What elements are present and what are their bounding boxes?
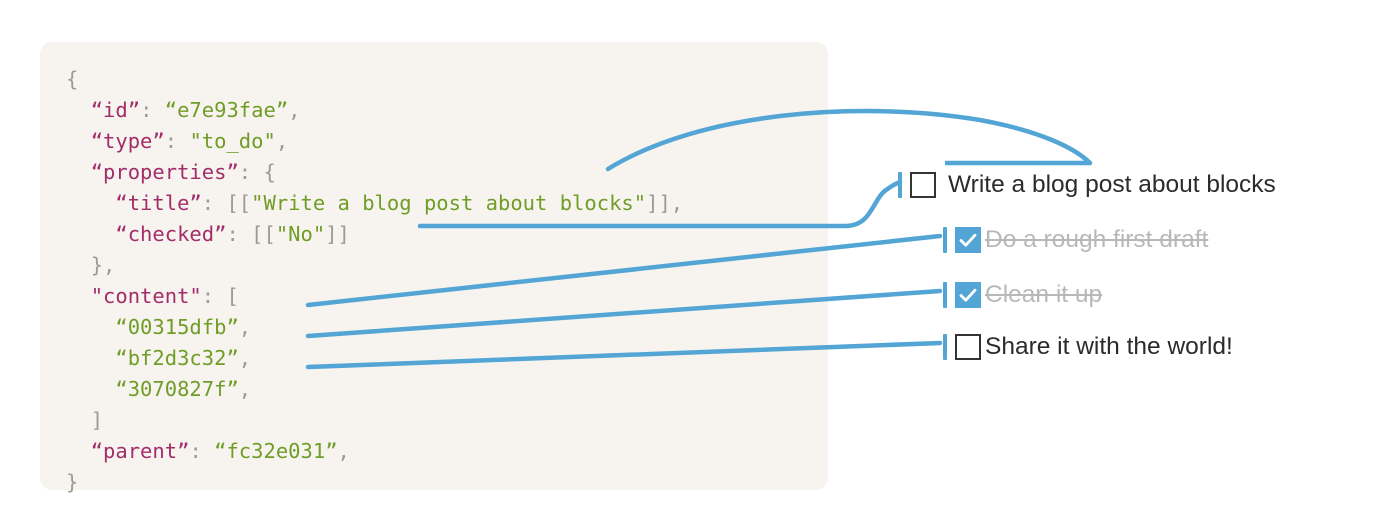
code-token-pun: , bbox=[238, 346, 252, 370]
code-indent bbox=[66, 377, 115, 401]
code-token-pun: } bbox=[66, 470, 79, 494]
todo-label-2: Clean it up bbox=[985, 281, 1103, 308]
code-indent bbox=[66, 315, 115, 339]
json-code-panel: { “id”: “e7e93fae”, “type”: "to_do", “pr… bbox=[40, 42, 828, 494]
code-token-pun: : [[ bbox=[226, 222, 276, 246]
code-token-pun: { bbox=[66, 67, 79, 91]
code-token-pun: : [[ bbox=[201, 191, 252, 215]
code-token-pun: , bbox=[238, 315, 252, 339]
todo-label-0: Write a blog post about blocks bbox=[948, 171, 1276, 198]
code-token-pun: , bbox=[238, 377, 252, 401]
todo-item-3[interactable]: Share it with the world! bbox=[890, 330, 1370, 364]
code-line-1: “id”: “e7e93fae”, bbox=[66, 95, 683, 126]
code-token-str: “e7e93fae” bbox=[164, 98, 289, 122]
code-token-str: “bf2d3c32” bbox=[115, 346, 239, 370]
todo-checkbox-1[interactable] bbox=[955, 227, 981, 253]
todo-item-0[interactable]: Write a blog post about blocks bbox=[890, 168, 1370, 202]
code-token-pun: : [ bbox=[201, 284, 239, 308]
code-indent bbox=[66, 129, 91, 153]
code-token-key: "content" bbox=[90, 284, 202, 308]
code-token-pun: , bbox=[275, 129, 289, 153]
code-token-pun: : bbox=[164, 129, 190, 153]
code-token-pun: : bbox=[140, 98, 165, 122]
code-indent bbox=[66, 346, 115, 370]
code-token-str: "to_do" bbox=[189, 129, 276, 153]
code-token-key: “parent” bbox=[90, 439, 190, 463]
code-line-8: “00315dfb”, bbox=[66, 312, 683, 343]
code-token-str: “3070827f” bbox=[115, 377, 239, 401]
code-line-12: “parent”: “fc32e031”, bbox=[66, 436, 683, 467]
code-indent bbox=[66, 408, 91, 432]
todo-checkbox-3[interactable] bbox=[955, 334, 981, 360]
todo-item-1[interactable]: Do a rough first draft bbox=[890, 223, 1370, 257]
code-token-pun: , bbox=[288, 98, 301, 122]
code-line-9: “bf2d3c32”, bbox=[66, 343, 683, 374]
code-indent bbox=[66, 160, 91, 184]
code-line-4: “title”: [["Write a blog post about bloc… bbox=[66, 188, 683, 219]
code-token-str: “fc32e031” bbox=[214, 439, 338, 463]
code-token-pun: ]], bbox=[646, 191, 684, 215]
code-line-0: { bbox=[66, 64, 683, 95]
todo-item-2[interactable]: Clean it up bbox=[890, 278, 1370, 312]
code-indent bbox=[66, 191, 115, 215]
code-line-5: “checked”: [["No"]] bbox=[66, 219, 683, 250]
code-token-pun: ]] bbox=[325, 222, 350, 246]
code-indent bbox=[66, 284, 91, 308]
code-line-6: }, bbox=[66, 250, 683, 281]
code-line-13: } bbox=[66, 467, 683, 498]
code-indent bbox=[66, 98, 91, 122]
code-line-10: “3070827f”, bbox=[66, 374, 683, 405]
code-token-str: “00315dfb” bbox=[115, 315, 239, 339]
code-indent bbox=[66, 253, 91, 277]
code-line-7: "content": [ bbox=[66, 281, 683, 312]
todo-checkbox-2[interactable] bbox=[955, 282, 981, 308]
code-token-pun: }, bbox=[90, 253, 116, 277]
code-token-str: "No" bbox=[275, 222, 326, 246]
json-code-block: { “id”: “e7e93fae”, “type”: "to_do", “pr… bbox=[66, 64, 683, 498]
code-line-11: ] bbox=[66, 405, 683, 436]
code-token-key: “properties” bbox=[90, 160, 239, 184]
code-token-key: “type” bbox=[90, 129, 165, 153]
code-token-pun: : { bbox=[238, 160, 276, 184]
connector-endpoint-tick-1 bbox=[943, 227, 947, 253]
code-indent bbox=[66, 222, 115, 246]
code-token-key: “id” bbox=[90, 98, 141, 122]
todo-checkbox-0[interactable] bbox=[910, 172, 936, 198]
todo-label-3: Share it with the world! bbox=[985, 333, 1233, 360]
code-token-str: "Write a blog post about blocks" bbox=[251, 191, 647, 215]
todo-label-1: Do a rough first draft bbox=[985, 226, 1209, 253]
connector-endpoint-tick-2 bbox=[943, 282, 947, 308]
connector-endpoint-tick-0 bbox=[898, 172, 902, 198]
code-line-2: “type”: "to_do", bbox=[66, 126, 683, 157]
code-token-pun: : bbox=[189, 439, 215, 463]
code-token-key: “title” bbox=[115, 191, 202, 215]
code-indent bbox=[66, 439, 91, 463]
code-token-pun: , bbox=[337, 439, 350, 463]
code-token-key: “checked” bbox=[115, 222, 227, 246]
connector-endpoint-tick-3 bbox=[943, 334, 947, 360]
code-token-pun: ] bbox=[90, 408, 104, 432]
code-line-3: “properties”: { bbox=[66, 157, 683, 188]
